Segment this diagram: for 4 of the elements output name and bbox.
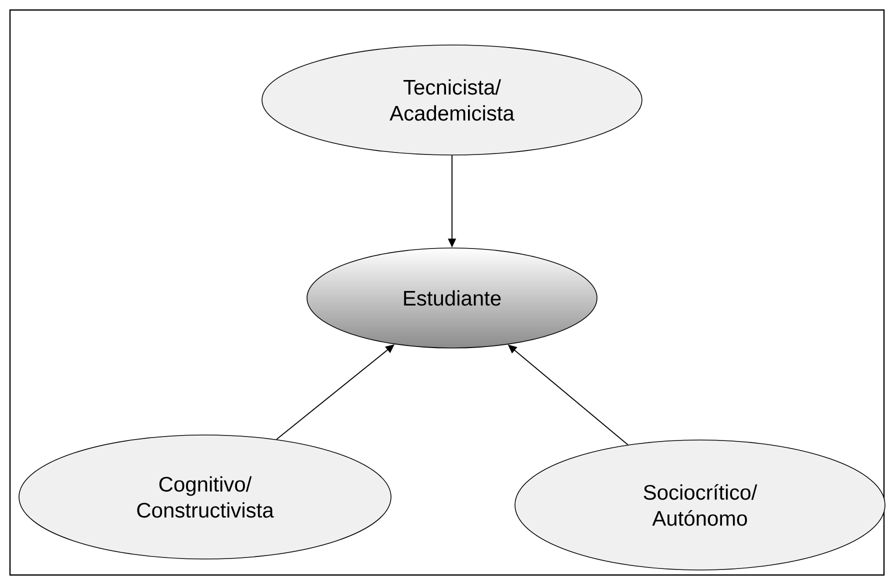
ellipse-node: Estudiante [306, 248, 598, 348]
ellipse-node: Tecnicista/ Academicista [262, 44, 642, 156]
ellipse-node: Cognitivo/ Constructivista [18, 434, 392, 560]
ellipse-node: Sociocrítico/ Autónomo [514, 440, 886, 570]
